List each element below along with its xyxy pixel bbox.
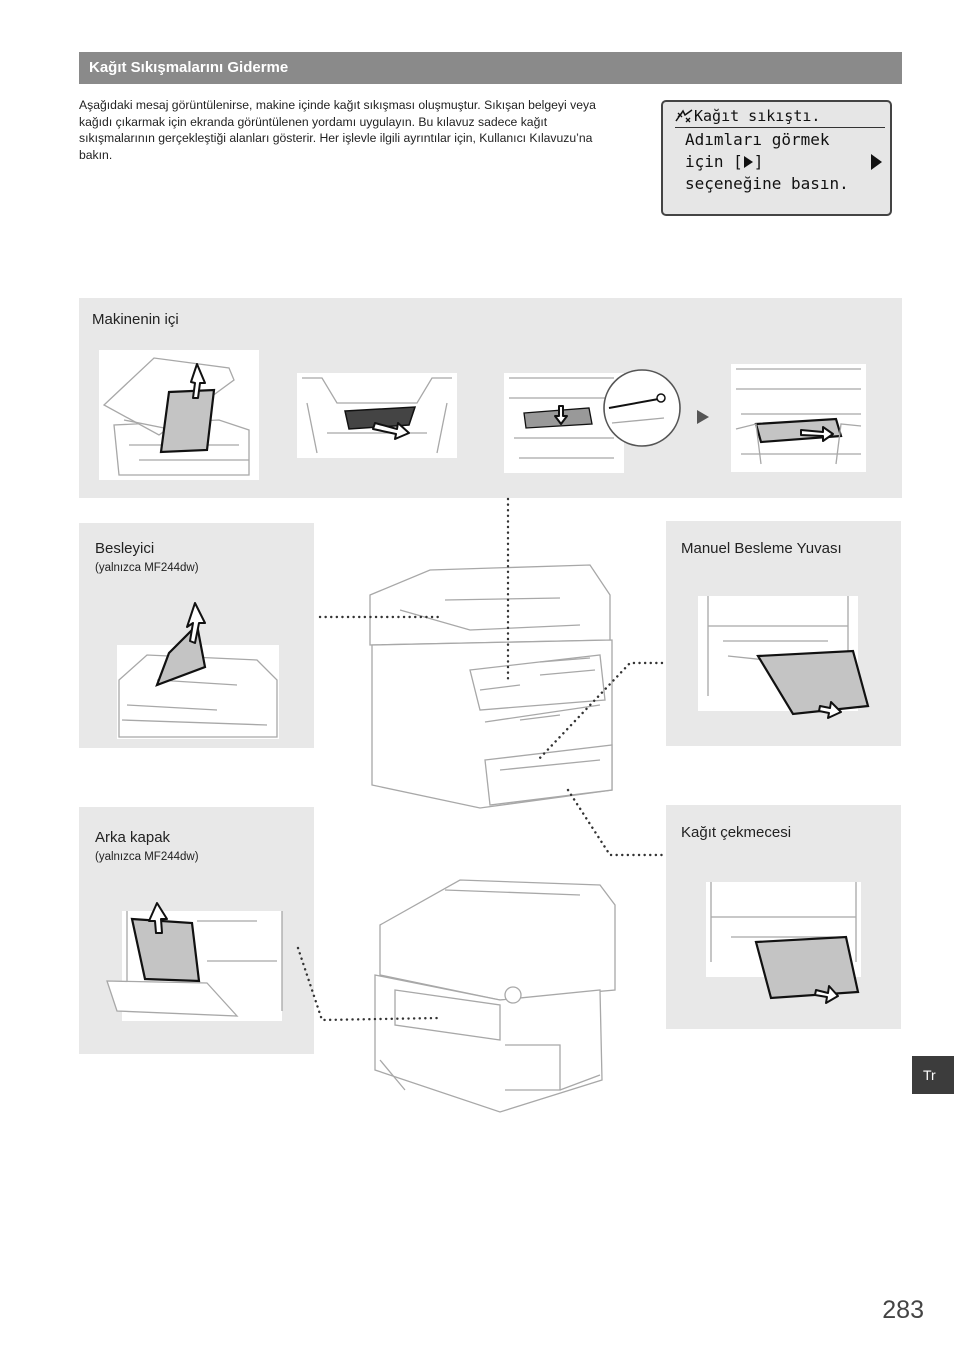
panel-rear-label: Arka kapak bbox=[95, 829, 171, 846]
intro-paragraph: Aşağıdaki mesaj görüntülenirse, makine i… bbox=[79, 98, 596, 162]
paper-drawer-illustration bbox=[706, 882, 861, 1004]
panel-manual-label: Manuel Besleme Yuvası bbox=[681, 540, 842, 557]
panel-feeder-note: (yalnızca MF244dw) bbox=[95, 562, 199, 574]
feeder-illustration bbox=[117, 602, 279, 739]
lcd-next-arrow-icon bbox=[871, 154, 882, 170]
panel-rear-note: (yalnızca MF244dw) bbox=[95, 851, 199, 863]
lcd-line-4: seçeneğine basın. bbox=[685, 174, 849, 193]
paper-jam-icon bbox=[675, 109, 693, 123]
language-tab: Tr bbox=[912, 1056, 954, 1094]
panel-rear-cover: Arka kapak (yalnızca MF244dw) bbox=[79, 807, 314, 1054]
panel-paper-drawer: Kağıt çekmecesi bbox=[666, 805, 901, 1029]
machine-rear-illustration bbox=[374, 879, 616, 1113]
next-step-arrow-icon bbox=[697, 410, 709, 424]
lcd-line-1-text: Kağıt sıkıştı. bbox=[694, 107, 821, 125]
panel-inside-label: Makinenin içi bbox=[92, 311, 179, 328]
panel-manual-feed: Manuel Besleme Yuvası bbox=[666, 521, 901, 746]
play-icon bbox=[743, 156, 753, 168]
connector-manual bbox=[536, 661, 664, 762]
panel-drawer-label: Kağıt çekmecesi bbox=[681, 824, 792, 841]
lcd-line-3: için [] bbox=[685, 151, 763, 173]
inside-step3-illustration bbox=[504, 369, 681, 473]
lcd-line-1: Kağıt sıkıştı. bbox=[675, 106, 885, 128]
panel-feeder: Besleyici (yalnızca MF244dw) bbox=[79, 523, 314, 748]
manual-feed-illustration bbox=[698, 596, 870, 719]
rear-cover-illustration bbox=[106, 902, 283, 1021]
inside-step1-illustration bbox=[99, 350, 259, 480]
panel-inside-machine: Makinenin içi bbox=[79, 298, 902, 498]
lcd-line-2: Adımları görmek bbox=[685, 130, 830, 149]
inside-step4-illustration bbox=[731, 364, 866, 472]
connector-drawer bbox=[566, 788, 664, 857]
section-title: Kağıt Sıkışmalarını Giderme bbox=[79, 52, 902, 84]
machine-front-illustration bbox=[369, 564, 613, 809]
page-number: 283 bbox=[882, 1296, 924, 1324]
lcd-line-3-end: ] bbox=[753, 152, 764, 171]
lcd-message-display: Kağıt sıkıştı. Adımları görmek için [] s… bbox=[661, 100, 892, 216]
inside-step2-illustration bbox=[297, 373, 457, 458]
panel-feeder-label: Besleyici bbox=[95, 540, 155, 557]
lcd-line-3-text: için [ bbox=[685, 152, 743, 171]
